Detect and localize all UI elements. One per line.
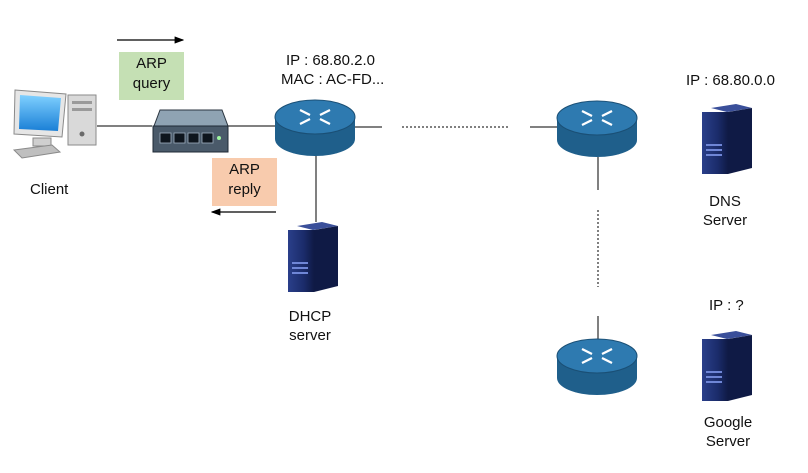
router-mac-label: MAC : AC-FD... bbox=[281, 71, 385, 88]
router-main-icon bbox=[274, 99, 356, 156]
google-label: Google Server bbox=[693, 413, 763, 451]
dns-label-line1: DNS bbox=[709, 193, 741, 210]
dns-label: DNS Server bbox=[695, 192, 755, 230]
arp-query-line1: ARP bbox=[136, 55, 167, 72]
google-ip-label: IP : ? bbox=[709, 297, 744, 314]
router-right-icon bbox=[556, 100, 638, 157]
client-computer-icon bbox=[12, 89, 97, 159]
arp-reply-box: ARP reply bbox=[212, 158, 277, 206]
google-server-icon bbox=[702, 331, 752, 401]
router-ip-label: IP : 68.80.2.0 bbox=[286, 52, 375, 69]
router-google-icon bbox=[556, 338, 638, 395]
dns-ip-label: IP : 68.80.0.0 bbox=[686, 72, 775, 89]
google-label-line1: Google bbox=[703, 414, 753, 431]
arp-query-box: ARP query bbox=[119, 52, 184, 100]
dns-label-line2: Server bbox=[702, 212, 748, 229]
client-label: Client bbox=[30, 181, 69, 198]
dns-server-icon bbox=[702, 104, 752, 174]
dhcp-label-line1: DHCP bbox=[288, 308, 332, 325]
dhcp-server-icon bbox=[288, 222, 338, 292]
arp-reply-line2: reply bbox=[228, 181, 261, 198]
arp-reply-line1: ARP bbox=[229, 161, 260, 178]
google-label-line2: Server bbox=[705, 433, 751, 450]
links bbox=[97, 125, 599, 343]
arp-query-line2: query bbox=[132, 75, 171, 92]
switch-icon bbox=[152, 109, 229, 153]
dhcp-label: DHCP server bbox=[280, 307, 340, 345]
dhcp-label-line2: server bbox=[289, 327, 331, 344]
